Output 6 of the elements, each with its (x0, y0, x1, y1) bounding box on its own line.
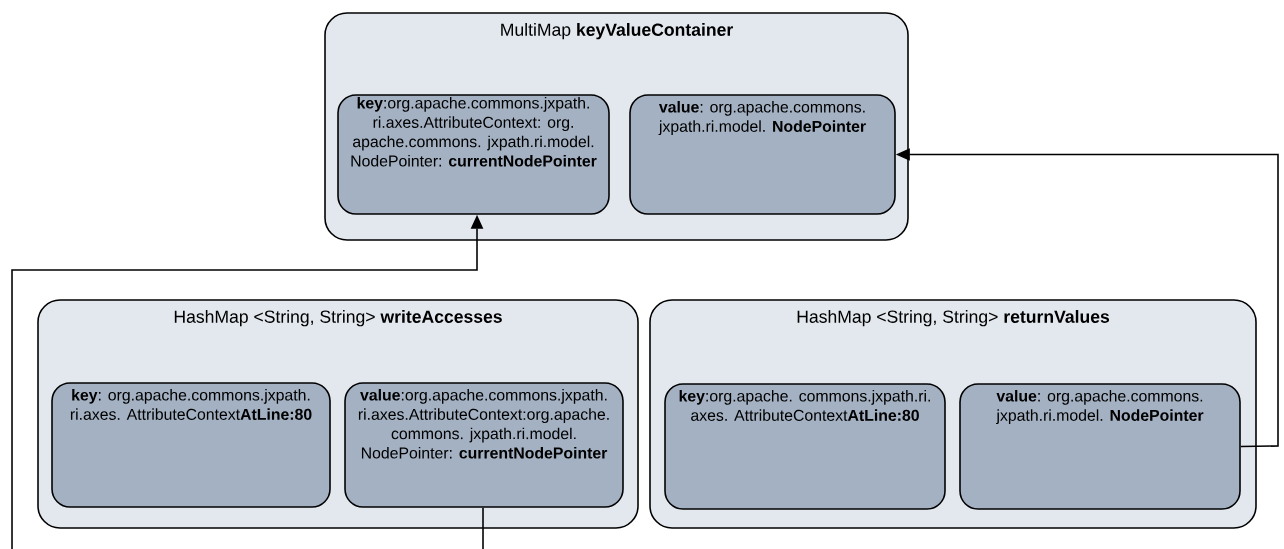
entry-box: key:org.apache. commons.jxpath.ri.axes. AttributeContextAtLine:80 (664, 383, 946, 510)
entry-box: key:org.apache.commons.jxpath.ri.axes.AttributeContext: org.apache.commons. jxpath.ri.model.NodePointer: currentNodePointer (337, 94, 610, 215)
entry-box: key: org.apache.commons.jxpath. ri.axes. AttributeContextAtLine:80 (51, 382, 331, 508)
entry-box: value:org.apache.commons.jxpath.ri.axes.AttributeContext:org.apache.commons. jxpath.ri.model.NodePointer: currentNodePointer (344, 382, 624, 508)
entry-box: value: org.apache.commons. jxpath.ri.model. NodePointer (629, 94, 896, 215)
entry-box: value: org.apache.commons. jxpath.ri.model. NodePointer (959, 383, 1241, 510)
